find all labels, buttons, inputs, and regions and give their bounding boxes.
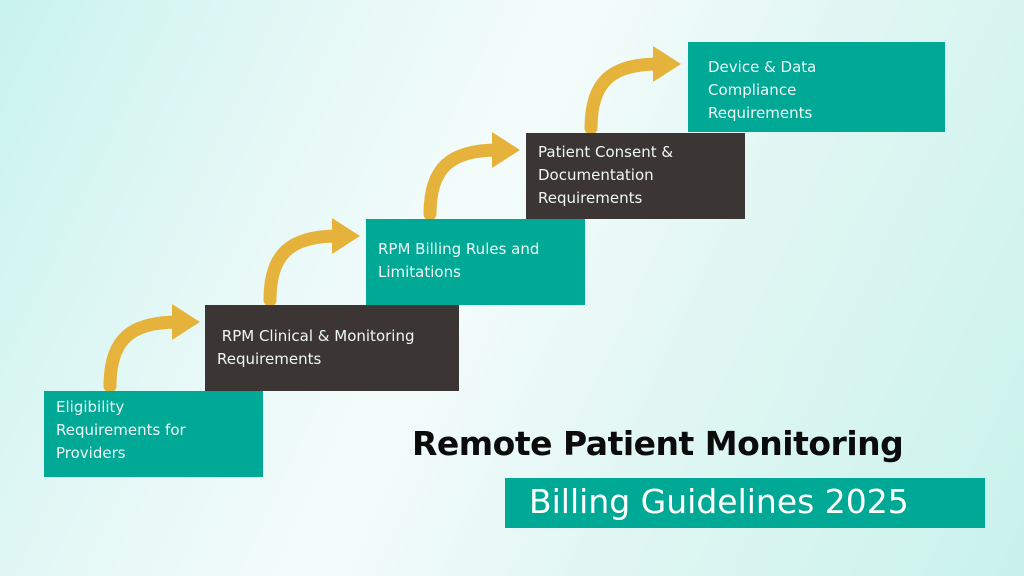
curved-arrow-1 bbox=[103, 315, 185, 393]
step-patient-consent: Patient Consent & Documentation Requirem… bbox=[526, 133, 745, 219]
step-billing-rules: RPM Billing Rules and Limitations bbox=[366, 219, 585, 305]
step-line: Patient Consent & bbox=[538, 143, 674, 161]
step-clinical-monitoring: RPM Clinical & Monitoring Requirements bbox=[205, 305, 459, 391]
step-line: Compliance bbox=[708, 81, 797, 99]
page-subtitle: Billing Guidelines 2025 bbox=[505, 478, 985, 528]
curved-arrow-3 bbox=[423, 143, 505, 221]
page-title: Remote Patient Monitoring bbox=[412, 424, 904, 463]
step-line: Documentation bbox=[538, 166, 654, 184]
step-line: Device & Data bbox=[708, 58, 817, 76]
step-line: Providers bbox=[56, 444, 126, 462]
step-device-data-compliance: Device & Data Compliance Requirements bbox=[688, 42, 945, 132]
arrowhead-2 bbox=[332, 218, 360, 254]
step-line: Eligibility bbox=[56, 398, 125, 416]
step-line: RPM Clinical & Monitoring bbox=[217, 327, 415, 345]
step-line: Requirements bbox=[217, 350, 322, 368]
arrowhead-3 bbox=[492, 132, 520, 168]
arrowhead-1 bbox=[172, 304, 200, 340]
arrowhead-4 bbox=[653, 46, 681, 82]
step-eligibility: Eligibility Requirements for Providers bbox=[44, 391, 263, 477]
step-line: Requirements bbox=[538, 189, 643, 207]
step-line: Limitations bbox=[378, 263, 461, 281]
step-line: RPM Billing Rules and bbox=[378, 240, 540, 258]
curved-arrow-4 bbox=[584, 57, 666, 135]
step-line: Requirements for bbox=[56, 421, 186, 439]
step-line: Requirements bbox=[708, 104, 813, 122]
curved-arrow-2 bbox=[263, 229, 345, 307]
